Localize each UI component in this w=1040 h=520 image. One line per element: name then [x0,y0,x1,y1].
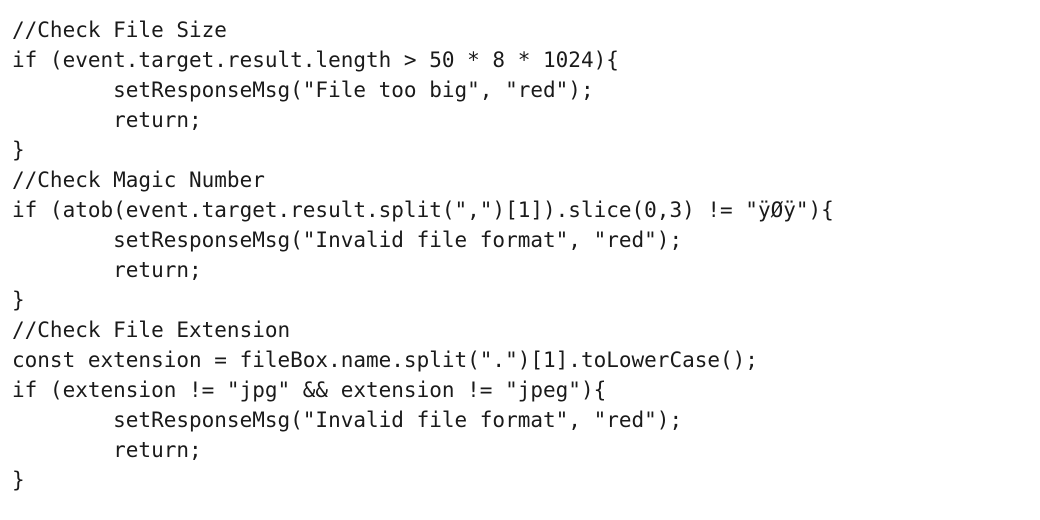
code-line-magic-number-condition: if (atob(event.target.result.split(",")[… [12,198,834,222]
code-line-extension-condition: if (extension != "jpg" && extension != "… [12,378,607,402]
code-line-return: return; [12,108,202,132]
code-snippet: //Check File Size if (event.target.result… [12,15,834,495]
comment-check-file-size: //Check File Size [12,18,227,42]
code-line-invalid-format-msg: setResponseMsg("Invalid file format", "r… [12,228,683,252]
code-line-return: return; [12,258,202,282]
code-line-close-brace: } [12,468,25,492]
code-line-return: return; [12,438,202,462]
comment-check-magic-number: //Check Magic Number [12,168,265,192]
code-line-invalid-format-msg: setResponseMsg("Invalid file format", "r… [12,408,683,432]
code-line-close-brace: } [12,138,25,162]
code-line-extension-declaration: const extension = fileBox.name.split("."… [12,348,758,372]
comment-check-file-extension: //Check File Extension [12,318,291,342]
code-line-file-too-big-msg: setResponseMsg("File too big", "red"); [12,78,594,102]
code-line-file-size-condition: if (event.target.result.length > 50 * 8 … [12,48,619,72]
code-line-close-brace: } [12,288,25,312]
